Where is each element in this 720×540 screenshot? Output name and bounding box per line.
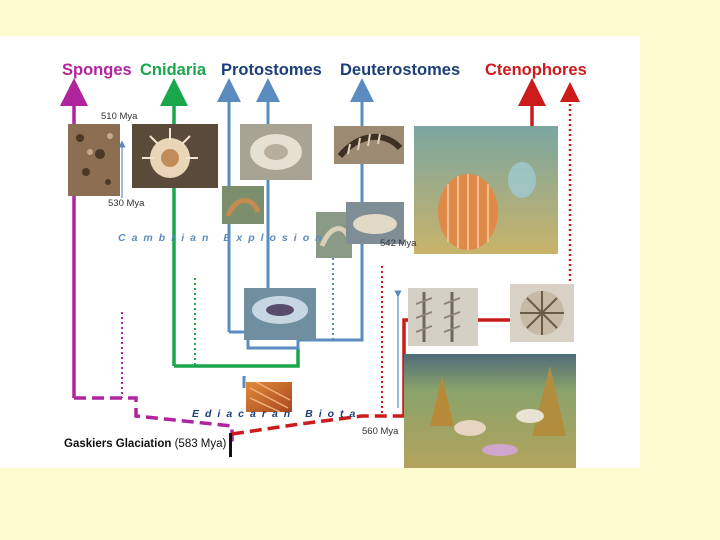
clade-label-sponges: Sponges	[62, 61, 132, 80]
ediacaran-scene-image	[404, 354, 576, 468]
worm-fossil-image	[222, 186, 264, 224]
date-560-mya: 560 Mya	[362, 426, 398, 437]
clade-label-ctenophores: Ctenophores	[485, 61, 587, 80]
cambrian-explosion-label: Cambrian Explosion	[118, 232, 328, 244]
sponge-fossil-image	[68, 124, 120, 196]
frond-fossil-image	[408, 288, 478, 346]
shell-image	[240, 124, 312, 180]
clade-label-cnidaria: Cnidaria	[140, 61, 206, 80]
arthropod-image	[334, 126, 404, 164]
glaciation-marker	[229, 433, 232, 457]
anemone-image	[132, 124, 218, 188]
ediacaran-biota-label: Ediacaran Biota	[192, 408, 361, 420]
date-510-mya: 510 Mya	[101, 111, 137, 122]
jellyfish-image	[244, 288, 316, 340]
glaciation-label: Gaskiers Glaciation (583 Mya)	[64, 438, 226, 450]
clade-label-protostomes: Protostomes	[221, 61, 322, 80]
diagram-panel: Sponges Cnidaria Protostomes Deuterostom…	[0, 36, 640, 468]
phylogeny-tree	[0, 36, 640, 468]
glaciation-name: Gaskiers Glaciation	[64, 438, 171, 450]
glaciation-date: (583 Mya)	[175, 438, 227, 450]
clade-label-deuterostomes: Deuterostomes	[340, 61, 460, 80]
cambrian-sea-image	[414, 126, 558, 254]
date-530-mya: 530 Mya	[108, 198, 144, 209]
ctenophore-fossil-image	[510, 284, 574, 342]
date-542-mya: 542 Mya	[380, 238, 416, 249]
